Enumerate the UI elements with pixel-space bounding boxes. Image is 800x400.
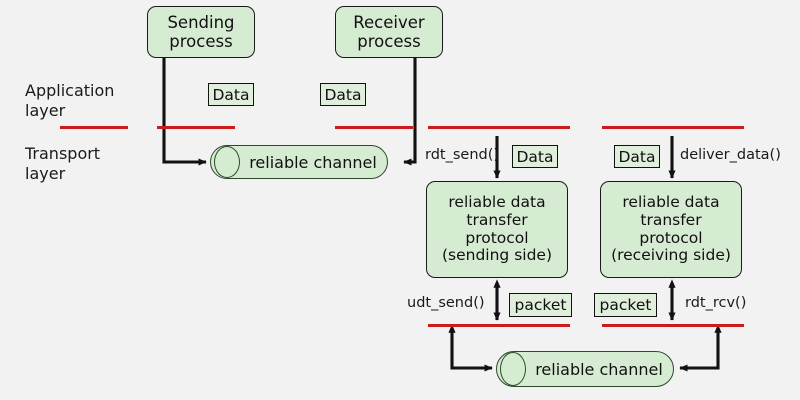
separator-rdt-send-upper [428,126,570,129]
channel-end-cap [500,352,526,386]
transport-layer-label: Transport layer [25,144,101,183]
separator-rdt-send-lower [428,324,570,327]
separator-label-column [60,126,128,129]
separator-rdt-rcv-lower [602,324,744,327]
deliver-data-label: deliver_data() [680,147,781,163]
packet-tag-rdt-rcv: packet [594,293,657,317]
udt-send-label: udt_send() [407,295,485,311]
rdt-send-label: rdt_send() [425,147,500,163]
application-layer-label: Application layer [25,81,115,120]
rdt-receiving-side-box[interactable]: reliable data transfer protocol (receivi… [600,181,742,278]
arrow-lower-channel-left-hook [448,324,493,372]
arrow-lower-channel-right-hook [679,324,722,372]
sending-process-box[interactable]: Sending process [147,6,255,58]
data-tag-right-app: Data [320,83,366,106]
arrow-channel-to-receiver-process [403,58,417,166]
arrow-sending-process-to-channel [162,58,207,166]
upper-channel-label: reliable channel [249,152,377,172]
rdt-rcv-label: rdt_rcv() [685,295,747,311]
separator-rdt-rcv-upper [602,126,744,129]
packet-tag-udt-send: packet [509,293,572,317]
upper-reliable-channel[interactable]: reliable channel [210,145,388,179]
data-tag-left-app: Data [208,83,254,106]
lower-reliable-channel[interactable]: reliable channel [496,351,674,387]
data-tag-rdt-send: Data [512,145,558,168]
channel-end-cap [214,146,240,178]
rdt-sending-side-box[interactable]: reliable data transfer protocol (sending… [426,181,568,278]
receiver-process-box[interactable]: Receiver process [335,6,443,58]
lower-channel-label: reliable channel [535,359,663,379]
separator-sending-column [157,126,235,129]
data-tag-deliver: Data [614,145,660,168]
separator-receiving-column [335,126,413,129]
